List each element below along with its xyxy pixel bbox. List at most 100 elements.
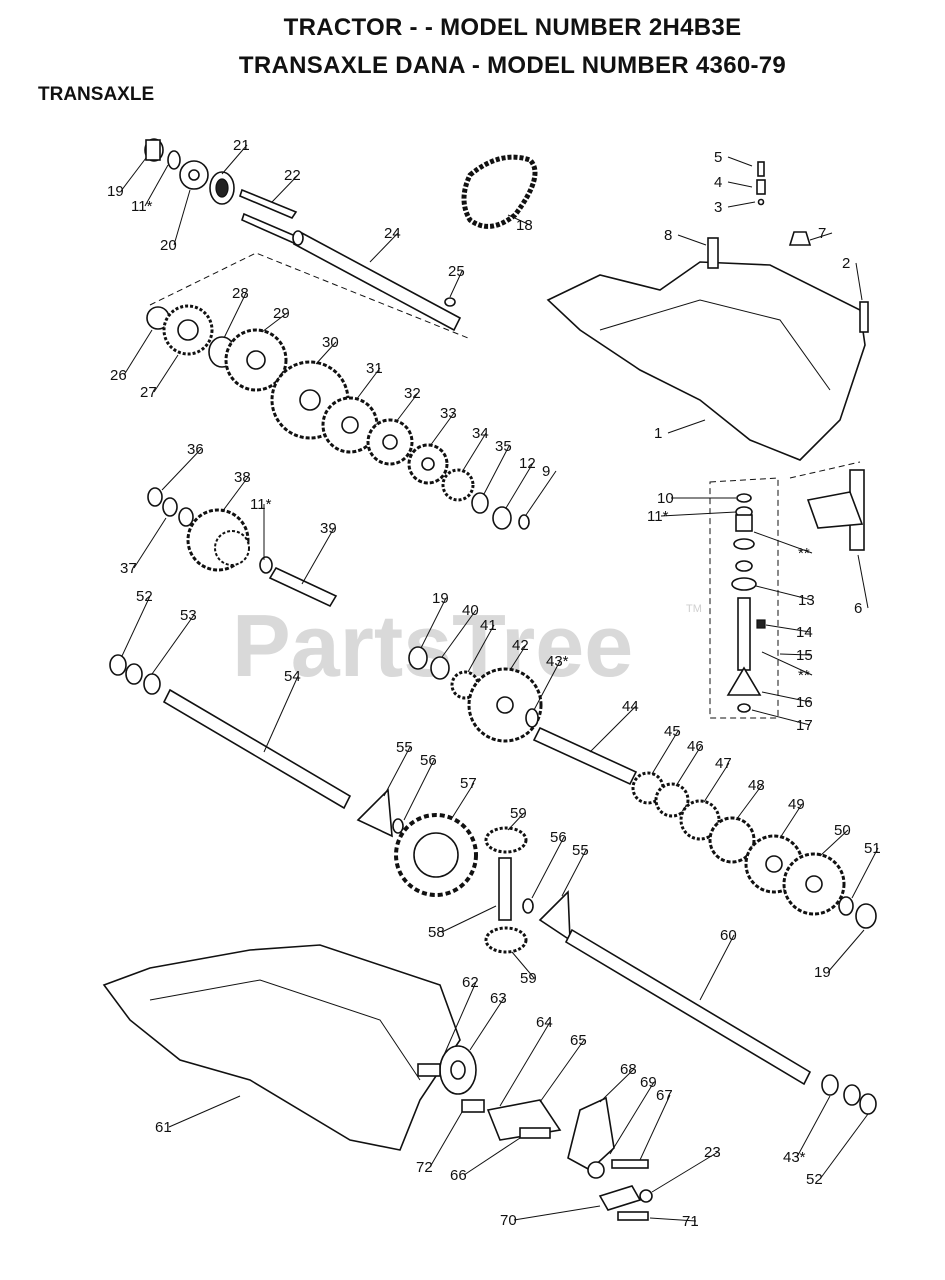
callout-label-c1: 1 <box>654 425 662 442</box>
leader-line-c33 <box>429 412 455 447</box>
callout-label-c67: 67 <box>656 1087 673 1104</box>
leader-line-c47 <box>703 762 730 803</box>
callout-label-c3: 3 <box>714 199 722 216</box>
callout-label-c20: 20 <box>160 237 177 254</box>
leader-line-c43a <box>533 660 561 711</box>
callout-label-c51: 51 <box>864 840 881 857</box>
part-11-ring <box>167 150 181 170</box>
callout-label-c59b: 59 <box>520 970 537 987</box>
part-4-spring <box>756 179 766 195</box>
group-bracket-upper <box>149 252 469 339</box>
callout-label-c58: 58 <box>428 924 445 941</box>
part-67-bolt <box>611 1159 649 1169</box>
leader-line-c29 <box>261 312 288 333</box>
leader-line-c67 <box>639 1094 671 1161</box>
callout-label-c48: 48 <box>748 777 765 794</box>
callout-label-c23: 23 <box>704 1144 721 1161</box>
leader-line-c4 <box>727 181 753 188</box>
leader-line-c32 <box>395 392 419 423</box>
diagram-title-line-1: TRACTOR - - MODEL NUMBER 2H4B3E <box>283 14 742 41</box>
callout-label-c18: 18 <box>516 217 533 234</box>
leader-line-c72 <box>429 1111 463 1168</box>
leader-line-c56a <box>403 759 435 821</box>
leader-line-c15 <box>779 653 811 656</box>
callout-label-c11a: 11* <box>131 198 153 215</box>
callout-label-c59a: 59 <box>510 805 527 822</box>
part-19-bushing-b <box>408 646 428 670</box>
part-48-gear <box>708 816 756 864</box>
callout-label-c45: 45 <box>664 723 681 740</box>
leader-line-cstar1 <box>753 531 813 554</box>
leader-line-c41 <box>467 624 495 673</box>
part-2-bolt <box>859 301 869 333</box>
callout-label-c22: 22 <box>284 167 301 184</box>
part-bearing-upper <box>735 514 753 532</box>
leader-line-c68 <box>599 1068 635 1103</box>
leader-line-c8 <box>677 234 707 246</box>
leader-line-c70 <box>513 1205 601 1221</box>
leader-line-c45 <box>651 730 679 775</box>
callout-label-c72: 72 <box>416 1159 433 1176</box>
leader-line-c52a <box>121 595 151 657</box>
leader-line-c60 <box>699 934 735 1001</box>
callout-label-c35: 35 <box>495 438 512 455</box>
leader-line-c11a <box>144 164 169 207</box>
callout-label-c8: 8 <box>664 227 672 244</box>
part-43-washer-b <box>821 1074 839 1096</box>
part-57-ring-gear-hub <box>413 832 459 878</box>
callout-label-c43a: 43* <box>546 653 569 670</box>
part-46-gear <box>654 782 690 818</box>
part-bearing-lower <box>735 560 753 572</box>
callout-label-c69: 69 <box>640 1074 657 1091</box>
diagram-title-line-2: TRANSAXLE DANA - MODEL NUMBER 4360-79 <box>238 52 787 79</box>
callout-label-c17: 17 <box>796 717 813 734</box>
callout-label-c10: 10 <box>657 490 674 507</box>
callout-label-c61: 61 <box>155 1119 172 1136</box>
leader-line-c3 <box>727 201 756 208</box>
leader-line-c11c <box>660 511 737 517</box>
leader-line-c61 <box>168 1095 241 1128</box>
callout-label-c34: 34 <box>472 425 489 442</box>
part-70-lever <box>598 1185 642 1211</box>
leader-line-c34 <box>461 432 487 473</box>
part-18-chain <box>461 154 538 229</box>
callout-label-c52a: 52 <box>136 588 153 605</box>
leader-line-c44 <box>589 705 637 753</box>
leader-line-cstar2 <box>761 651 813 676</box>
part-63-disc-hub <box>450 1060 466 1080</box>
part-22-key-upper <box>239 188 298 219</box>
callout-label-c41: 41 <box>480 617 497 634</box>
part-17-ring <box>737 703 751 713</box>
part-62-block <box>417 1063 441 1077</box>
callout-label-c63: 63 <box>490 990 507 1007</box>
leader-line-c43b <box>796 1095 831 1158</box>
part-19-bushing-body <box>145 139 161 161</box>
callout-label-c47: 47 <box>715 755 732 772</box>
leader-line-c64 <box>499 1021 551 1107</box>
leader-line-c55a <box>383 746 411 797</box>
callout-label-cstar2: ** <box>798 667 810 684</box>
part-60-axle <box>564 928 812 1086</box>
part-55-bevel-gear <box>356 788 393 838</box>
callout-label-c29: 29 <box>273 305 290 322</box>
part-56-washer <box>392 818 404 834</box>
callout-label-cstar1: ** <box>798 545 810 562</box>
leader-line-c65 <box>539 1039 585 1103</box>
callout-labels: 1234567891011*11*11*12131415161718191919… <box>107 137 881 1230</box>
part-44-shaft <box>532 726 638 786</box>
part-34-gear <box>441 468 475 502</box>
callout-label-c49: 49 <box>788 796 805 813</box>
leader-line-c23 <box>651 1151 719 1193</box>
leader-line-c20 <box>173 189 191 246</box>
leader-line-c35 <box>483 445 510 495</box>
callout-label-c4: 4 <box>714 174 722 191</box>
leader-line-c51 <box>851 847 879 899</box>
leader-line-c28 <box>223 292 247 339</box>
part-3-ball <box>757 198 765 206</box>
part-16-bevel-pinion <box>726 666 762 696</box>
callout-label-c55b: 55 <box>572 842 589 859</box>
leader-lines <box>120 144 879 1222</box>
leader-line-c59a <box>507 812 525 831</box>
part-71-pin <box>617 1211 649 1221</box>
